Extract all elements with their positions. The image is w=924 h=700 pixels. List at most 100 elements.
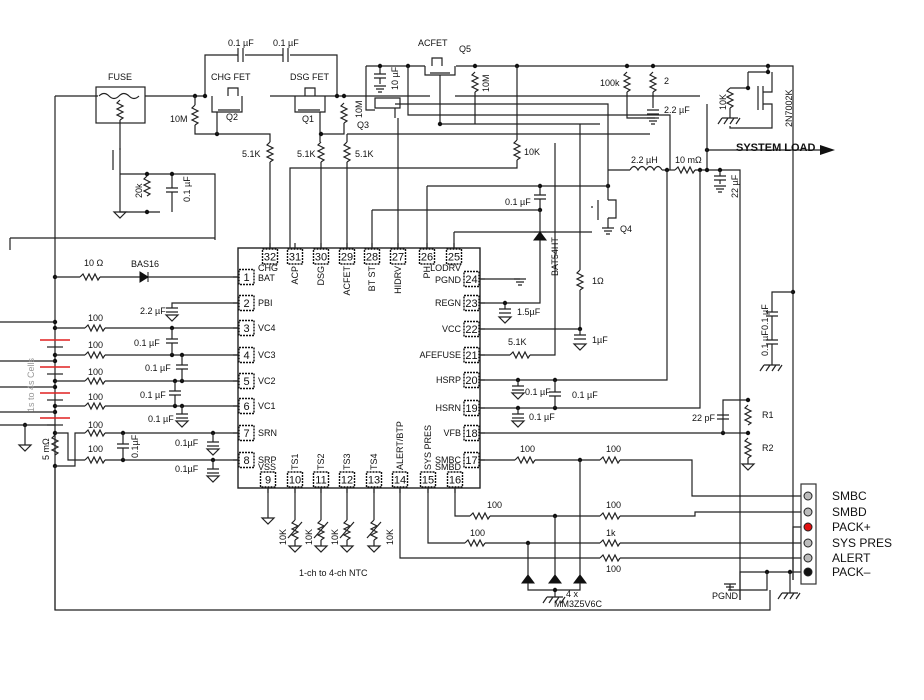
label-r-shunt: 5 mΩ <box>41 438 51 460</box>
label-cap-hsr1: 0.1 µF <box>525 387 551 397</box>
label-cap-bst: 0.1 µF <box>505 197 531 207</box>
label-r-smbc1: 100 <box>520 444 535 454</box>
ic-pin-name: LODRV <box>430 263 461 273</box>
ic-pin-20: 20 HSRP <box>436 371 485 389</box>
connector-pin-alert: ALERT <box>803 551 871 565</box>
label-r2ohm: 2 <box>664 76 669 86</box>
ic-pin-name: DSG <box>316 266 326 286</box>
ic-pin-number: 4 <box>243 350 249 362</box>
label-zener-count: 4 x <box>566 589 579 599</box>
ic-pin-number: 17 <box>465 455 477 467</box>
label-r2: R2 <box>762 443 774 453</box>
ic-pin-name: VSS <box>258 462 276 472</box>
ic-pin-name: VC3 <box>258 350 276 360</box>
label-q5: Q5 <box>459 44 471 54</box>
label-cap-hsr3: 0.1 µF <box>529 412 555 422</box>
label-acfet: ACFET <box>418 38 448 48</box>
connector-pin-dot <box>803 553 813 563</box>
ic-pin-number: 20 <box>465 375 477 387</box>
ic-pin-number: 8 <box>243 455 249 467</box>
label-inductor: 2.2 µH <box>631 155 658 165</box>
label-chg-fet: CHG FET <box>211 72 251 82</box>
ic-pin-name: PGND <box>435 275 462 285</box>
label-cap-vc1: 0.1 µF <box>148 414 174 424</box>
connector-pin-label: ALERT <box>832 551 871 565</box>
ic-pin-name: SYS PRES <box>423 425 433 470</box>
ic-pin-number: 18 <box>465 428 477 440</box>
connector-pin-label: PACK+ <box>832 520 871 534</box>
label-r1: R1 <box>762 410 774 420</box>
ic-pin-name: SRP <box>258 455 277 465</box>
label-cap-vc2: 0.1 µF <box>140 390 166 400</box>
label-2n7002k: 2N7002K <box>784 89 794 127</box>
label-cap-pbi: 2.2 µF <box>140 306 166 316</box>
label-q4: Q4 <box>620 224 632 234</box>
label-cap-pack2: 0.1 µF <box>760 330 770 356</box>
label-q2: Q2 <box>226 112 238 122</box>
label-r-vc2: 100 <box>88 367 103 377</box>
connector-pin-smbc: SMBC <box>803 489 867 503</box>
power-path <box>54 48 835 611</box>
connector-pin-dot <box>803 507 813 517</box>
ic-pin-name: SRN <box>258 428 277 438</box>
connector-pin-dot <box>803 538 813 548</box>
label-10m-q5: 10M <box>481 74 491 92</box>
label-cap-22uf: 22 µF <box>730 174 740 198</box>
ic-pin-number: 7 <box>243 428 249 440</box>
ic-pin-number: 23 <box>465 298 477 310</box>
connector-pin-dot <box>803 522 813 532</box>
label-r-afefuse: 5.1K <box>508 337 527 347</box>
label-q1: Q1 <box>302 114 314 124</box>
ic-pin-name: VCC <box>442 324 462 334</box>
label-cap-srn: 0.1µF <box>175 438 199 448</box>
label-cap-top2: 0.1 µF <box>273 38 299 48</box>
label-10k-mid: 10K <box>524 147 540 157</box>
ic-pin-number: 29 <box>341 252 353 264</box>
ic-pin-name: TS2 <box>316 453 326 470</box>
label-bas16: BAS16 <box>131 259 159 269</box>
label-10uf: 10 µF <box>390 66 400 90</box>
connector-pin-smbd: SMBD <box>803 505 867 519</box>
label-r-1ohm: 1Ω <box>592 276 604 286</box>
ic-pin-name: SMBD <box>435 462 462 472</box>
ic-pin-name: BT ST <box>367 266 377 292</box>
label-ntc-r1: 10K <box>278 529 288 545</box>
label-cap-regn: 1.5µF <box>517 307 541 317</box>
label-5k1-b: 5.1K <box>297 149 316 159</box>
ic-pin-name: ACP <box>290 266 300 285</box>
ic-pin-number: 10 <box>289 475 301 487</box>
ic-pin-number: 26 <box>421 252 433 264</box>
ic-pin-name: HSRP <box>436 375 461 385</box>
ic-pin-number: 22 <box>465 324 477 336</box>
ic-pin-name: SMBC <box>435 455 462 465</box>
system-load-arrow <box>820 145 835 155</box>
ic-pin-number: 30 <box>315 252 327 264</box>
connector-pin-label: SYS PRES <box>832 536 892 550</box>
ntc-section <box>261 488 382 553</box>
label-r-sys2: 1k <box>606 528 616 538</box>
bq-ic <box>237 247 481 489</box>
ic-pin-name: BAT <box>258 273 275 283</box>
ic-pin-name: CHG <box>258 263 278 273</box>
label-ntc-r3: 10K <box>330 529 340 545</box>
label-system-load: SYSTEM LOAD <box>736 142 816 154</box>
label-r-bat: 10 Ω <box>84 258 104 268</box>
ic-pin-number: 13 <box>368 475 380 487</box>
ic-pin-number: 31 <box>289 252 301 264</box>
label-5k1-a: 5.1K <box>242 149 261 159</box>
ic-pin-name: VC4 <box>258 323 276 333</box>
label-r-srn: 100 <box>88 420 103 430</box>
label-dsg-fet: DSG FET <box>290 72 330 82</box>
ic-pin-number: 2 <box>243 298 249 310</box>
label-cap-vc4: 0.1 µF <box>134 338 160 348</box>
label-ntc-r2: 10K <box>304 529 314 545</box>
label-cap-22pf: 22 pF <box>692 413 716 423</box>
